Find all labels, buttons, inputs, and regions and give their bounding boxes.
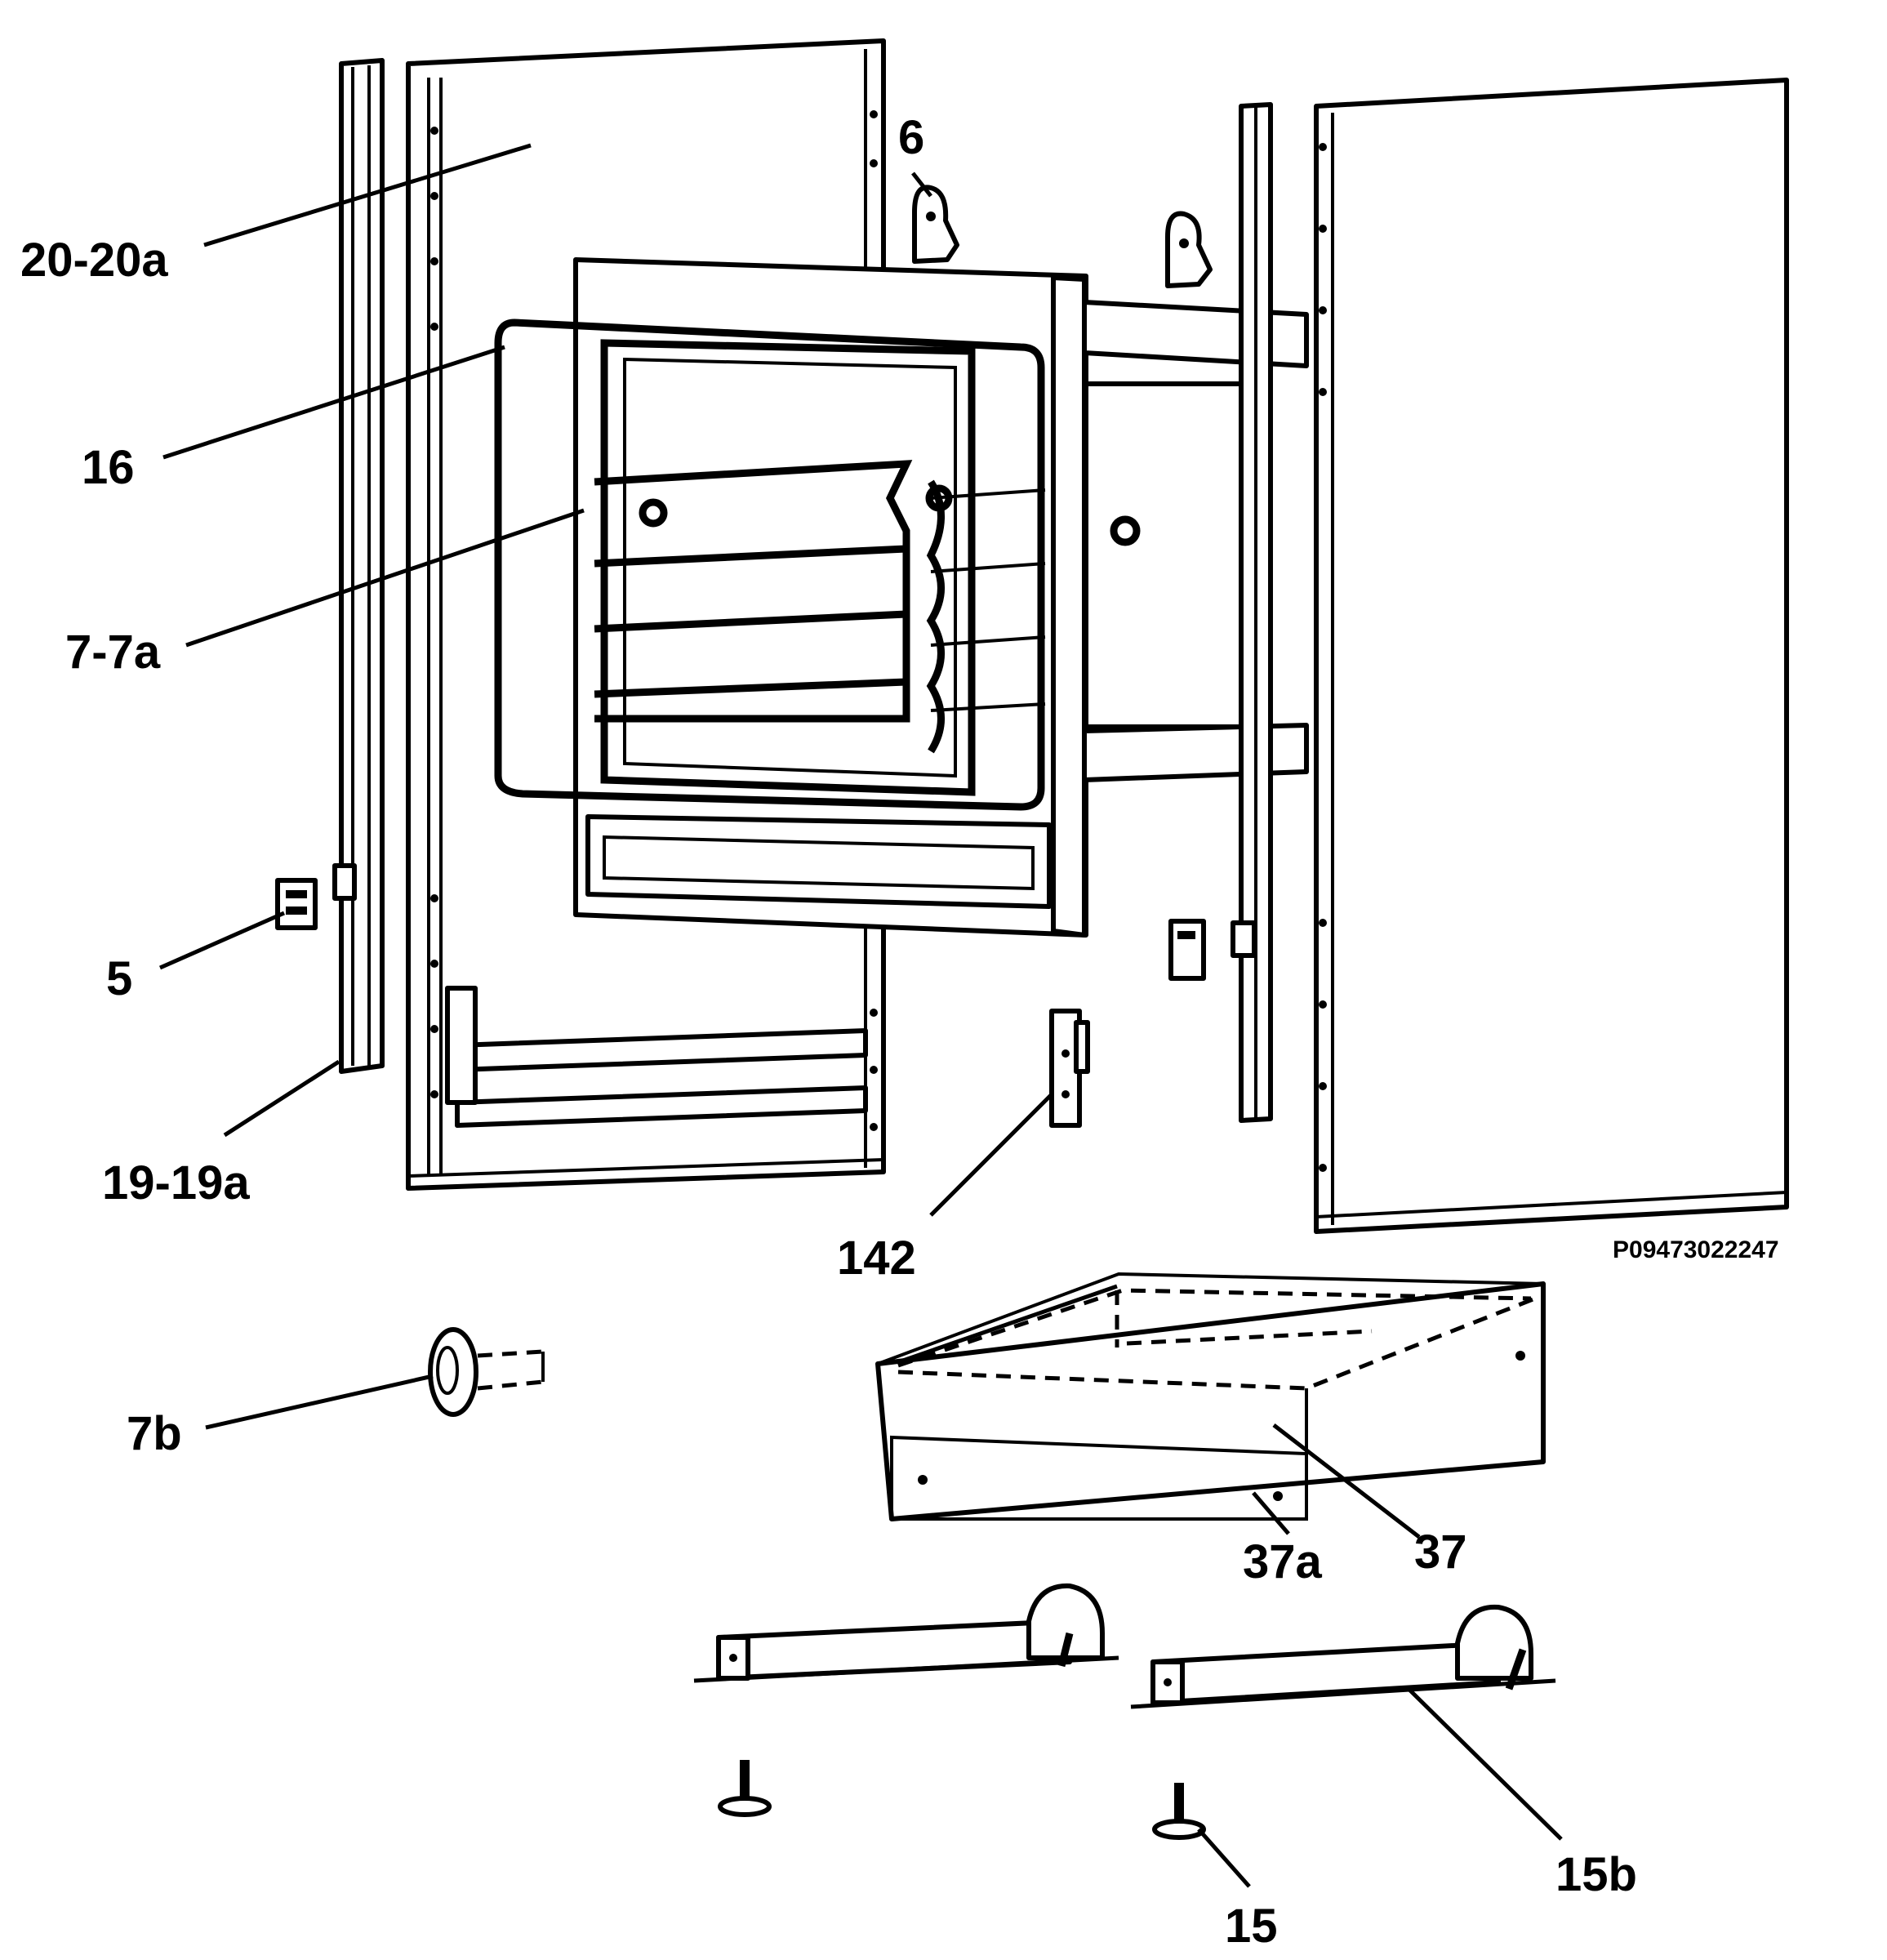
leader-37a bbox=[1252, 1491, 1290, 1535]
label-6: 6 bbox=[898, 111, 924, 164]
label-142: 142 bbox=[837, 1232, 916, 1285]
part-7b-knob bbox=[428, 1327, 545, 1417]
leader-7-7a bbox=[185, 508, 585, 648]
leader-lines bbox=[158, 143, 1563, 1888]
label-15b: 15b bbox=[1555, 1848, 1637, 1901]
leader-5 bbox=[158, 911, 286, 970]
leader-6 bbox=[911, 172, 932, 198]
leader-16 bbox=[162, 345, 505, 460]
label-19-19a: 19-19a bbox=[102, 1156, 250, 1209]
foot-left bbox=[718, 1760, 772, 1817]
leader-15b bbox=[1407, 1687, 1563, 1841]
part-6-hook-right bbox=[1165, 211, 1213, 288]
leader-37 bbox=[1272, 1423, 1421, 1539]
part-142-hinge bbox=[1049, 1009, 1090, 1128]
label-7-7a: 7-7a bbox=[65, 626, 161, 679]
label-5: 5 bbox=[106, 952, 132, 1005]
label-37: 37 bbox=[1414, 1526, 1467, 1579]
right-side-panel bbox=[1314, 78, 1789, 1234]
plinth-rail-left bbox=[693, 1583, 1119, 1683]
leader-15 bbox=[1197, 1828, 1251, 1888]
part-labels: 20-20a 16 7-7a 5 19-19a 6 142 7b 37a 37 … bbox=[20, 111, 1779, 1953]
drawing-code: P09473022247 bbox=[1613, 1236, 1779, 1263]
left-trim-strip bbox=[332, 58, 385, 1074]
leader-7b bbox=[205, 1374, 434, 1430]
part-7-7a-racks bbox=[594, 460, 1046, 754]
part-15-foot bbox=[1152, 1783, 1206, 1840]
label-7b: 7b bbox=[127, 1407, 182, 1460]
part-15b-plinth-rail-right bbox=[1130, 1604, 1556, 1709]
label-20-20a: 20-20a bbox=[20, 234, 168, 287]
part-6-hook-left bbox=[912, 185, 959, 264]
part-5-clip bbox=[275, 878, 318, 930]
part-16-door-seal bbox=[494, 318, 1045, 811]
leader-19-19a bbox=[223, 1059, 340, 1138]
leader-20-20a bbox=[203, 143, 532, 247]
right-clip bbox=[1168, 919, 1206, 981]
part-37-drawer bbox=[875, 1272, 1546, 1521]
label-15: 15 bbox=[1225, 1900, 1278, 1953]
leader-142 bbox=[929, 1093, 1053, 1217]
label-37a: 37a bbox=[1243, 1535, 1323, 1588]
label-16: 16 bbox=[82, 441, 135, 494]
right-trim-strip bbox=[1231, 102, 1273, 1123]
